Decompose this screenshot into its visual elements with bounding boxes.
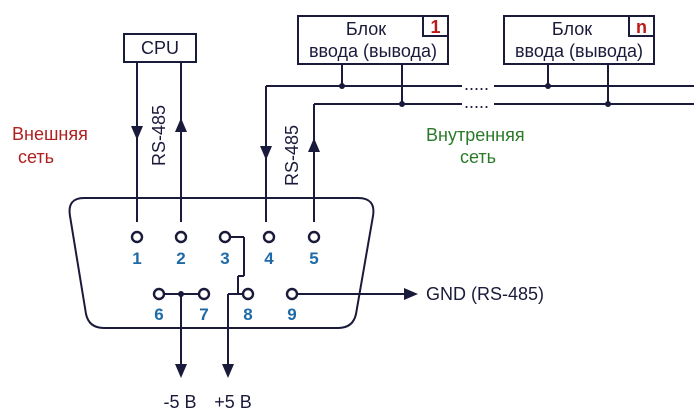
io-block-1 bbox=[297, 15, 449, 65]
io-block-n-title: Блок bbox=[552, 19, 592, 39]
pin-hole-5 bbox=[307, 230, 321, 244]
internal-network-label-line2: сеть bbox=[460, 147, 496, 167]
external-network-label-line2: сеть bbox=[18, 147, 54, 167]
gnd-wire bbox=[297, 288, 418, 300]
pin-number-3: 3 bbox=[220, 249, 229, 268]
cpu-box bbox=[123, 33, 197, 63]
cpu-label: CPU bbox=[141, 38, 179, 58]
pin-hole-9 bbox=[285, 287, 299, 301]
pin-hole-8 bbox=[241, 287, 255, 301]
pin-number-4: 4 bbox=[264, 249, 274, 268]
io-block-n-badge: n bbox=[636, 17, 647, 37]
plus5v-label: +5 В bbox=[214, 392, 252, 412]
pin-number-7: 7 bbox=[199, 305, 208, 324]
pin-hole-4 bbox=[262, 230, 276, 244]
pin-hole-2 bbox=[174, 230, 188, 244]
pin-hole-1 bbox=[130, 230, 144, 244]
pin-number-8: 8 bbox=[243, 305, 252, 324]
minus5v-wire bbox=[164, 291, 199, 378]
gnd-label: GND (RS-485) bbox=[426, 284, 544, 304]
pin-number-5: 5 bbox=[309, 249, 318, 268]
internal-bus: ..... ..... bbox=[260, 64, 694, 222]
io-block-n bbox=[503, 15, 655, 65]
io-block-n-badge-box bbox=[628, 15, 655, 37]
pin-number-2: 2 bbox=[176, 249, 185, 268]
io-block-1-subtitle: ввода (вывода) bbox=[309, 41, 437, 61]
pin-hole-7 bbox=[197, 287, 211, 301]
io-block-1-badge: 1 bbox=[430, 17, 440, 37]
bus-ellipsis-bottom: ..... bbox=[464, 92, 489, 112]
internal-network-label-line1: Внутренняя bbox=[426, 125, 525, 145]
pin-number-6: 6 bbox=[154, 305, 163, 324]
external-network-label-line1: Внешняя bbox=[12, 124, 88, 144]
rs485-label-external: RS-485 bbox=[149, 105, 169, 166]
pin-number-9: 9 bbox=[287, 305, 296, 324]
pin3-pin8-jumper bbox=[230, 236, 245, 295]
io-block-n-subtitle: ввода (вывода) bbox=[515, 41, 643, 61]
plus5v-wire bbox=[222, 293, 238, 378]
pin-hole-3 bbox=[218, 230, 232, 244]
rs485-label-internal: RS-485 bbox=[282, 125, 302, 186]
minus5v-label: -5 В bbox=[163, 392, 196, 412]
bus-ellipsis-top: ..... bbox=[464, 74, 489, 94]
io-block-1-title: Блок bbox=[346, 19, 386, 39]
db9-connector-shell bbox=[68, 197, 375, 329]
pin-number-1: 1 bbox=[132, 249, 141, 268]
pin-hole-6 bbox=[152, 287, 166, 301]
io-block-1-badge-box bbox=[422, 15, 449, 37]
